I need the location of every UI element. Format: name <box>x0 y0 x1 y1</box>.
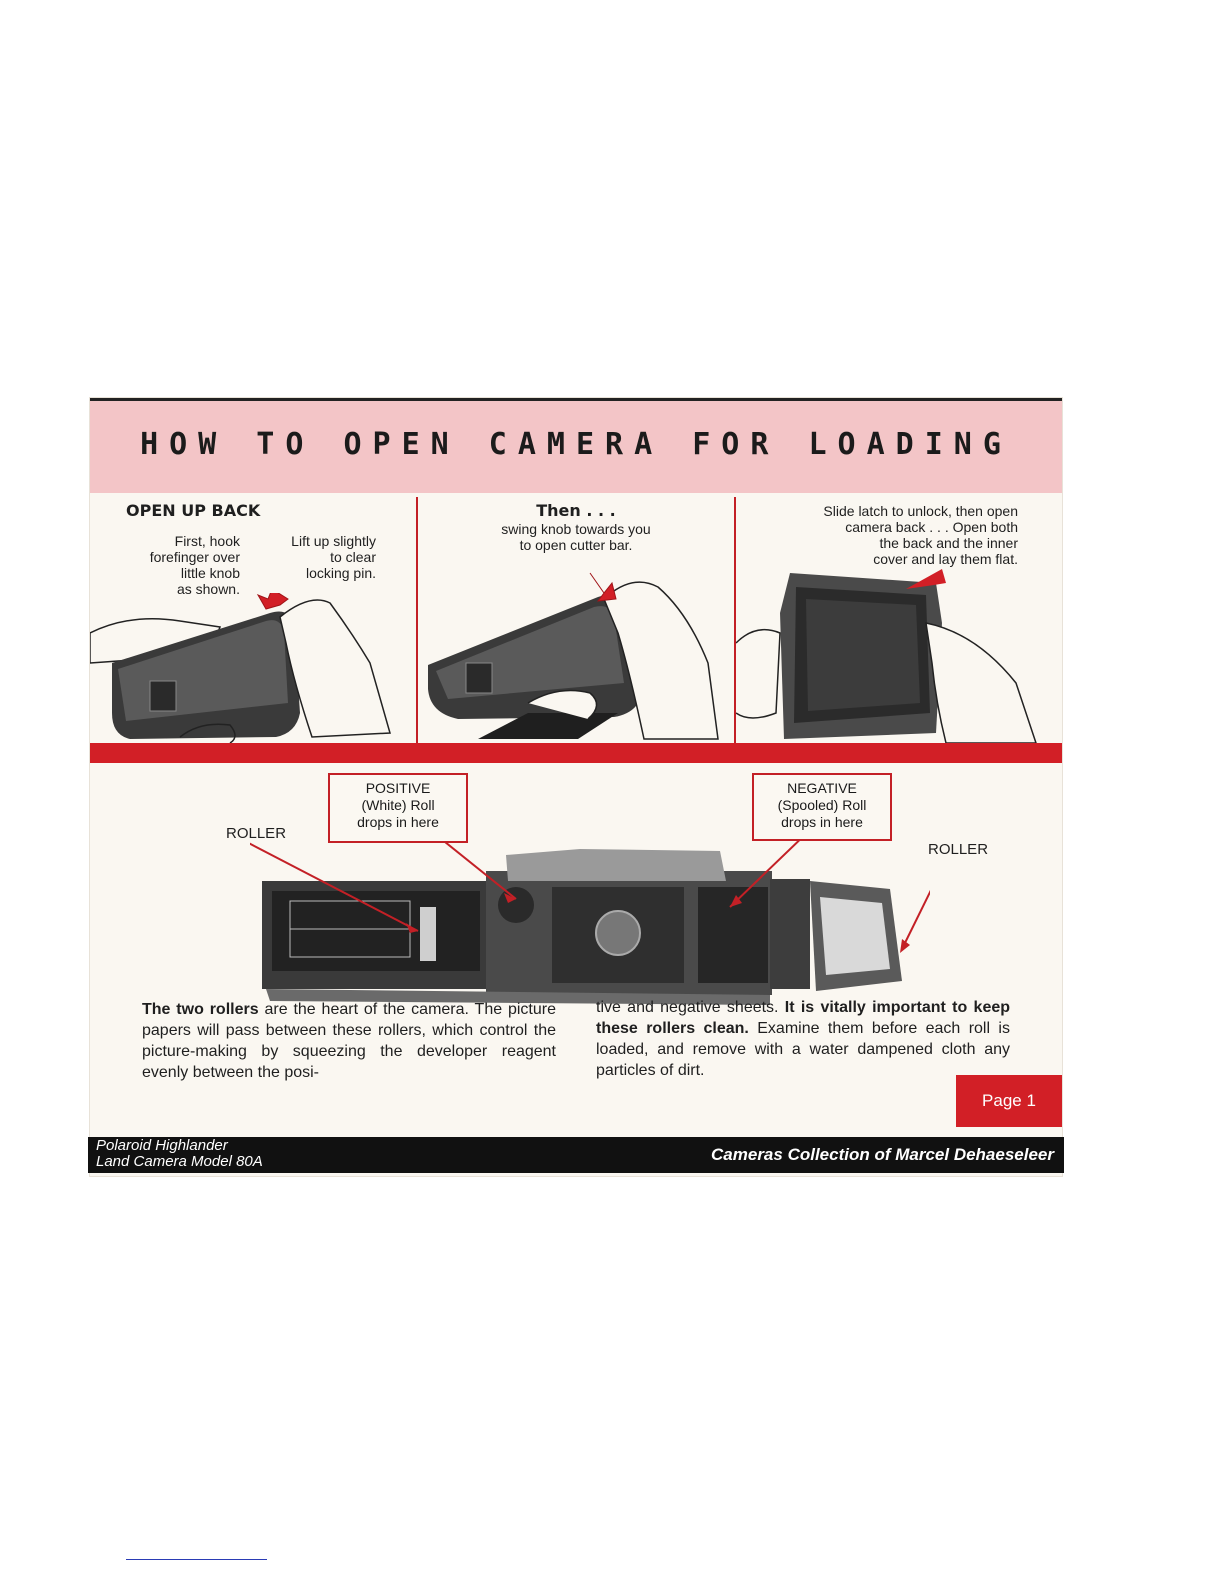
body-paragraph-col1: The two rollers are the heart of the cam… <box>142 1001 556 1081</box>
opened-camera-illustration <box>250 841 930 1005</box>
footnote-rule <box>126 1559 267 1560</box>
page-number-badge: Page 1 <box>956 1075 1062 1127</box>
negative-roll-callout: NEGATIVE (Spooled) Roll drops in here <box>752 773 892 841</box>
panel-swing-knob: Then . . . swing knob towards you to ope… <box>418 493 734 743</box>
footer-bar: Polaroid Highlander Land Camera Model 80… <box>88 1137 1064 1173</box>
manual-page: HOW TO OPEN CAMERA FOR LOADING OPEN UP B… <box>90 398 1062 1176</box>
panel2-heading: Then . . . <box>536 501 616 520</box>
clean-rollers-emphasis: It is vitally important to keep these ro… <box>596 999 1011 1037</box>
panel1-heading: OPEN UP BACK <box>126 501 261 520</box>
roller-label-right: ROLLER <box>928 841 989 858</box>
body-paragraph-col2: tive and negative sheets. It is vitally … <box>596 999 1011 1079</box>
panel-slide-latch: Slide latch to unlock, then open camera … <box>736 493 1062 743</box>
panel-open-up-back: OPEN UP BACK First, hook forefinger over… <box>90 493 416 743</box>
panel3-instruction: Slide latch to unlock, then open camera … <box>823 503 1018 567</box>
panel-divider-2 <box>734 497 736 743</box>
camera-back-open-illustration <box>736 569 1037 743</box>
panel2-instruction: swing knob towards you to open cutter ba… <box>501 521 651 553</box>
hand-swing-knob-illustration <box>428 572 719 740</box>
panel1-instruction-left: First, hook forefinger over little knob … <box>149 533 240 597</box>
roller-label-left: ROLLER <box>226 825 287 842</box>
panel-divider-1 <box>416 497 418 743</box>
hand-hook-camera-illustration <box>90 593 391 743</box>
title-band: HOW TO OPEN CAMERA FOR LOADING <box>90 401 1062 493</box>
page-title: HOW TO OPEN CAMERA FOR LOADING <box>140 427 1012 462</box>
footer-collection-credit: Cameras Collection of Marcel Dehaeseleer <box>711 1145 1054 1164</box>
section-divider-band <box>90 743 1062 763</box>
panel1-instruction-right: Lift up slightly to clear locking pin. <box>291 533 376 581</box>
rollers-emphasis: The two rollers <box>142 1001 259 1018</box>
positive-roll-callout: POSITIVE (White) Roll drops in here <box>328 773 468 843</box>
footer-camera-model: Polaroid Highlander Land Camera Model 80… <box>96 1137 263 1170</box>
